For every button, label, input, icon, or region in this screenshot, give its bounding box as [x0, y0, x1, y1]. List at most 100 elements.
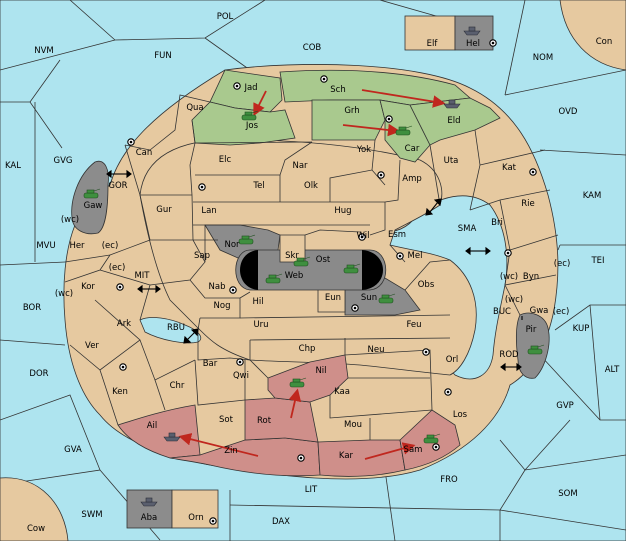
- oval-cap-left: [240, 250, 258, 290]
- province-label-nog: Nog: [214, 301, 231, 311]
- province-label-ail: Ail: [147, 421, 158, 431]
- province-label-sch: Sch: [330, 85, 345, 95]
- oval-cap-right: [362, 250, 383, 290]
- province-label-skr: Skr: [285, 251, 299, 261]
- province-label-ec4: (ec): [554, 259, 571, 269]
- province-label-mel: Mel: [408, 251, 423, 261]
- province-label-sma: SMA: [458, 224, 477, 234]
- province-label-fun: FUN: [154, 51, 171, 61]
- province-label-cow: Cow: [27, 524, 45, 534]
- army-unit-nil: [289, 377, 307, 388]
- province-label-ec2: (ec): [109, 263, 126, 273]
- region-aba[interactable]: [126, 489, 173, 529]
- province-label-grh: Grh: [344, 106, 359, 116]
- province-label-bor: BOR: [23, 303, 41, 313]
- province-label-kal: KAL: [5, 161, 21, 171]
- fleet-units: [140, 26, 481, 507]
- province-label-kor: Kor: [81, 282, 95, 292]
- fleet-unit-hel: [463, 26, 481, 36]
- province-label-mou: Mou: [344, 420, 362, 430]
- province-label-elc: Elc: [219, 155, 232, 165]
- region-rot[interactable]: [244, 397, 319, 443]
- province-label-can: Can: [136, 148, 153, 158]
- province-label-los: Los: [453, 410, 468, 420]
- province-label-gvp: GVP: [556, 401, 574, 411]
- province-label-nil: Nil: [315, 366, 326, 376]
- province-label-qwi: Qwi: [233, 371, 249, 381]
- province-label-rbu: RBU: [167, 323, 185, 333]
- province-label-gor: GOR: [108, 181, 127, 191]
- province-label-uta: Uta: [444, 156, 459, 166]
- province-label-feu: Feu: [406, 320, 421, 330]
- province-label-wc2: (wc): [55, 289, 73, 299]
- supply-centers: [116, 39, 537, 525]
- province-label-kaa: Kaa: [334, 387, 350, 397]
- province-label-tel: Tel: [252, 181, 264, 191]
- fleet-unit-eld: [443, 99, 461, 109]
- province-label-nab: Nab: [209, 282, 226, 292]
- province-label-nvm: NVM: [34, 46, 54, 56]
- army-unit-pir: [527, 344, 545, 355]
- province-label-obs: Obs: [418, 280, 435, 290]
- province-label-pol: POL: [217, 12, 234, 22]
- army-unit-gaw: [83, 188, 101, 199]
- province-label-olk: Olk: [304, 181, 318, 191]
- army-unit-ost: [343, 263, 361, 274]
- province-label-nor: Nor: [224, 240, 240, 250]
- province-label-sot: Sot: [219, 415, 234, 425]
- province-label-pir: Pir: [526, 325, 537, 335]
- province-label-aba: Aba: [141, 513, 157, 523]
- province-label-con: Con: [596, 37, 613, 47]
- province-label-som: SOM: [558, 489, 577, 499]
- province-label-yok: Yok: [356, 145, 371, 155]
- province-label-elf: Elf: [427, 39, 439, 49]
- province-label-ark: Ark: [117, 319, 131, 329]
- province-label-cob: COB: [303, 43, 322, 53]
- province-label-sun: Sun: [361, 293, 377, 303]
- army-unit-sam: [423, 433, 441, 444]
- province-label-kar: Kar: [339, 451, 354, 461]
- province-label-byn: Byn: [523, 272, 539, 282]
- province-label-sap: Sap: [194, 251, 210, 261]
- province-label-kat: Kat: [502, 163, 517, 173]
- region-elf[interactable]: [404, 15, 456, 51]
- province-label-dax: DAX: [272, 517, 290, 527]
- province-label-hug: Hug: [334, 206, 351, 216]
- province-label-dor: DOR: [29, 369, 48, 379]
- province-label-hel: Hel: [466, 39, 480, 49]
- fleet-unit-ail: [163, 432, 181, 442]
- province-label-rod: ROD: [499, 350, 519, 360]
- province-label-mvu: MVU: [36, 241, 55, 251]
- province-label-swm: SWM: [81, 510, 102, 520]
- province-label-mit: MIT: [134, 271, 150, 281]
- province-label-jad: Jad: [243, 83, 257, 93]
- province-label-gur: Gur: [156, 205, 172, 215]
- province-label-amp: Amp: [402, 174, 422, 184]
- province-label-hil: Hil: [252, 297, 263, 307]
- province-label-car: Car: [405, 144, 420, 154]
- province-label-lit: LIT: [305, 485, 318, 495]
- province-label-bri: Bri: [491, 218, 503, 228]
- army-unit-sun: [378, 293, 396, 304]
- army-unit-nor: [238, 234, 256, 245]
- province-label-orn: Orn: [188, 513, 203, 523]
- rbu-inlet: [139, 317, 202, 344]
- province-label-wc1: (wc): [61, 215, 79, 225]
- province-label-nar: Nar: [292, 161, 308, 171]
- move-arrows: [178, 89, 446, 460]
- land-borders: [64, 94, 559, 440]
- province-label-kam: KAM: [583, 191, 602, 201]
- province-label-zin: Zin: [224, 446, 238, 456]
- province-label-wc4: (wc): [500, 272, 518, 282]
- province-label-ec3: (ec): [553, 307, 570, 317]
- province-label-orl: Orl: [446, 355, 459, 365]
- province-label-nom: NOM: [533, 53, 553, 63]
- province-label-rie: Rie: [521, 199, 535, 209]
- region-kar[interactable]: [317, 439, 406, 477]
- province-label-gva: GVA: [64, 445, 82, 455]
- province-label-ken: Ken: [112, 387, 128, 397]
- region-pir[interactable]: [515, 312, 550, 379]
- army-units: [83, 110, 545, 444]
